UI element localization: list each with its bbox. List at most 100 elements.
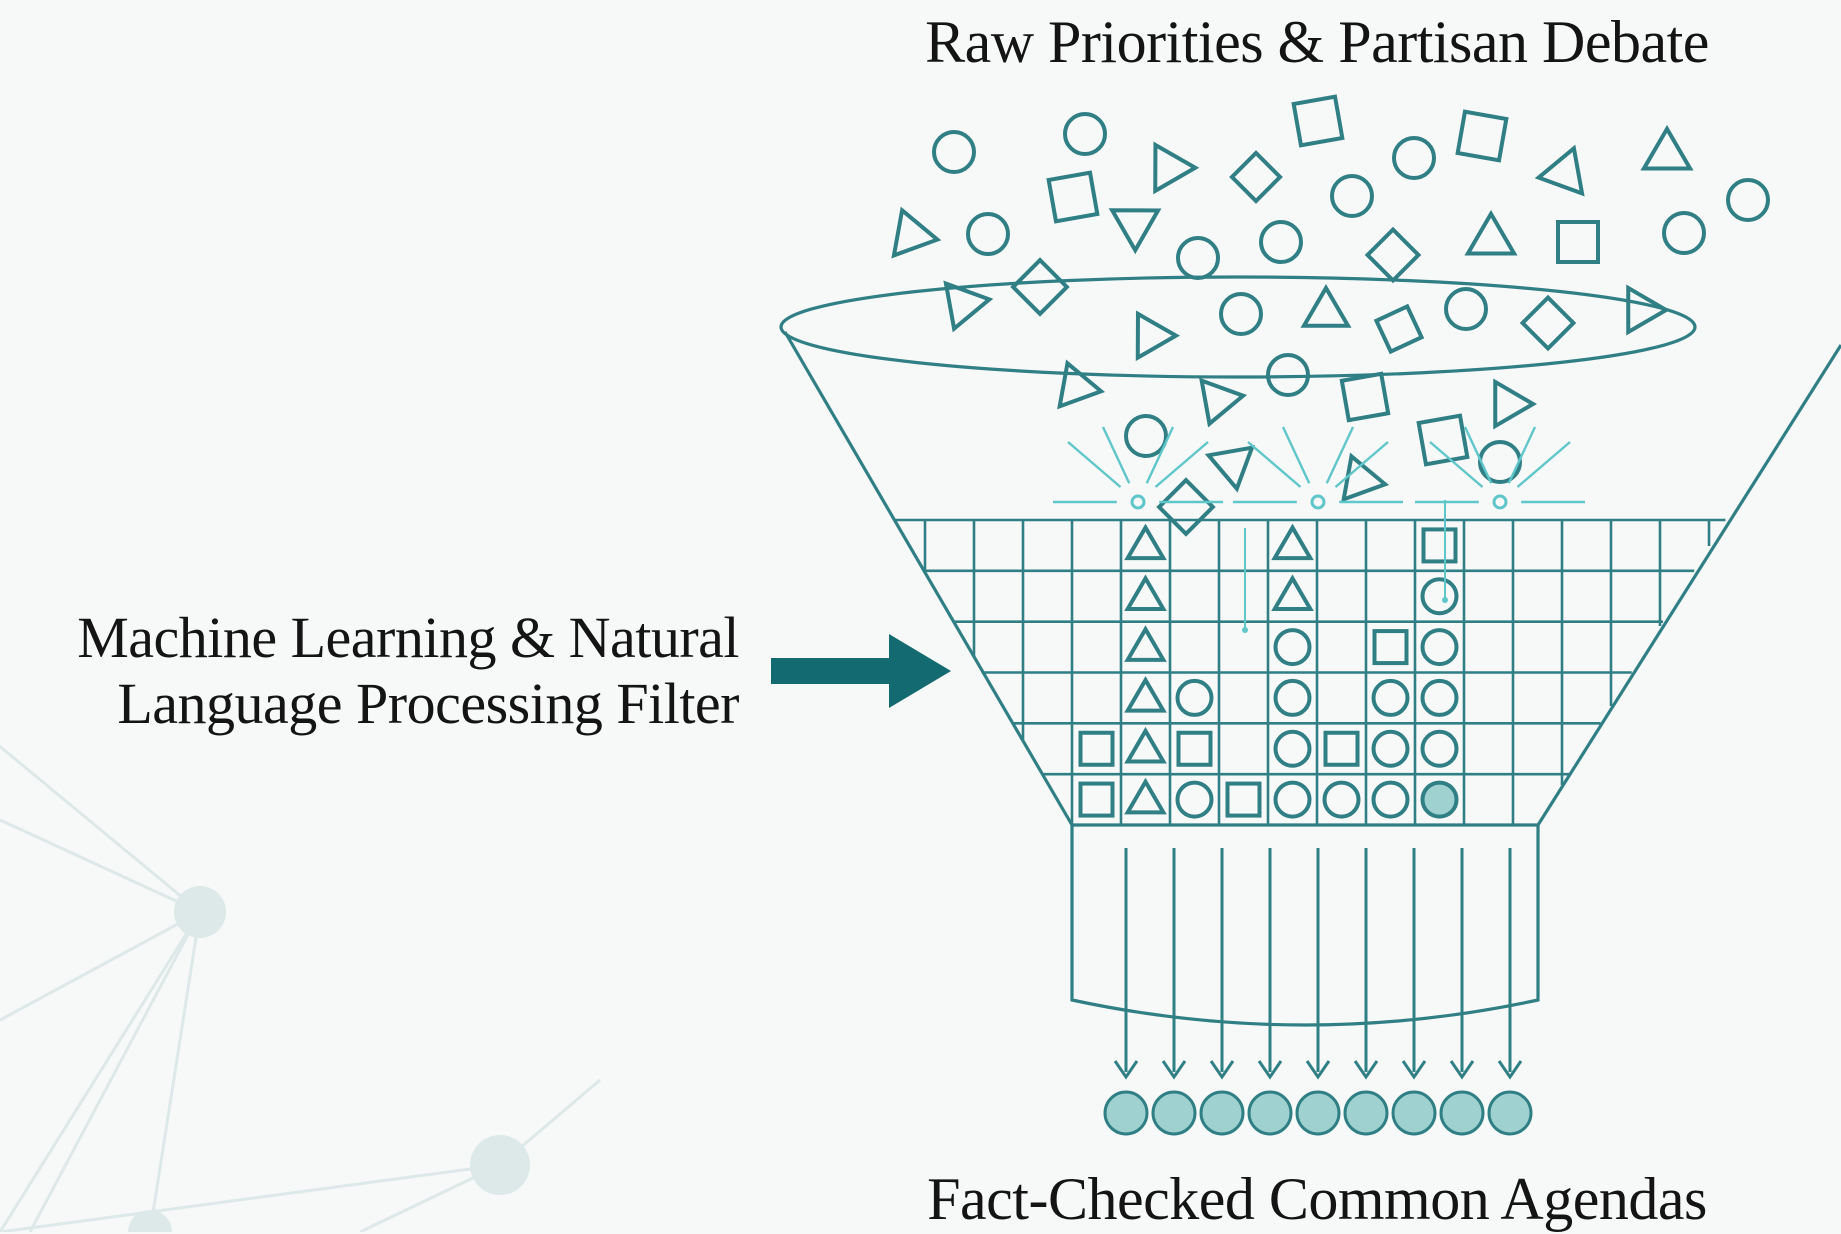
diamond-icon <box>1010 257 1070 317</box>
output-arrow-head <box>1113 1060 1139 1080</box>
square-icon <box>1339 371 1391 423</box>
funnel-right-wall <box>1536 344 1841 826</box>
diamond-icon <box>1519 294 1577 352</box>
sparkle-ray <box>1507 426 1537 484</box>
triangle-icon <box>1199 377 1248 428</box>
arrow-right-icon <box>771 634 951 708</box>
probe-dot <box>1242 627 1248 633</box>
circle-icon <box>1176 236 1220 280</box>
arrow-shaft <box>771 658 891 684</box>
sparkle-ray <box>1145 426 1175 484</box>
diamond-icon <box>1364 226 1422 284</box>
network-decoration-icon <box>0 744 601 1232</box>
filter-label-line-2: Language Processing Filter <box>117 671 739 736</box>
circle-icon <box>1330 174 1374 218</box>
triangle-icon <box>1300 283 1352 328</box>
triangle-icon <box>1124 625 1167 662</box>
circle-icon <box>1392 136 1436 180</box>
sparkle-ray <box>1247 441 1302 488</box>
circle-icon <box>1273 780 1312 819</box>
circle-icon <box>1273 678 1312 717</box>
network-node <box>470 1135 530 1195</box>
square-icon <box>1176 730 1213 767</box>
square-icon <box>1046 170 1100 224</box>
arrow-head <box>889 634 951 708</box>
triangle-icon <box>1124 777 1167 815</box>
square-icon <box>1373 303 1425 355</box>
sparkle-ray <box>1516 441 1571 488</box>
triangle-icon <box>1124 574 1167 611</box>
triangle-icon <box>1108 208 1162 255</box>
circle-icon <box>1420 628 1459 667</box>
output-arrow-head <box>1257 1060 1283 1080</box>
triangle-icon <box>1464 209 1518 256</box>
circle-icon <box>1273 628 1312 667</box>
circle-icon <box>1371 729 1410 768</box>
funnel-left-wall <box>783 331 1074 826</box>
probe-dot <box>1442 597 1448 603</box>
output-agenda-dot <box>1487 1090 1533 1136</box>
triangle-icon <box>943 280 994 333</box>
triangle-icon <box>1057 359 1106 410</box>
circle-icon <box>1371 678 1410 717</box>
circle-icon <box>1063 112 1107 156</box>
output-arrow-head <box>1305 1060 1331 1080</box>
funnel-spout <box>1070 825 1540 1027</box>
sparkle-icon <box>1415 426 1585 510</box>
filter-label-line-1: Machine Learning & Natural <box>77 605 739 670</box>
triangle-icon <box>1124 523 1167 561</box>
output-arrow-head <box>1353 1060 1379 1080</box>
sparkle-ray <box>1281 426 1311 484</box>
sparkle-ray <box>1325 426 1355 484</box>
circle-icon <box>1124 414 1168 458</box>
circle-icon <box>1726 178 1770 222</box>
network-node <box>128 1210 172 1232</box>
square-icon <box>1421 527 1458 564</box>
sparkle-ray <box>1334 441 1389 488</box>
circle-icon <box>1420 780 1459 819</box>
triangle-icon <box>1626 284 1671 336</box>
triangle-icon <box>1271 574 1314 611</box>
circle-icon <box>1322 780 1361 819</box>
output-label: Fact-Checked Common Agendas <box>927 1166 1707 1232</box>
circle-icon <box>1273 729 1312 768</box>
triangle-icon <box>1153 141 1200 195</box>
sparkle-core <box>1310 494 1326 510</box>
triangle-icon <box>1534 144 1585 197</box>
circle-icon <box>932 130 976 174</box>
sparkle-icon <box>1053 426 1223 510</box>
circle-icon <box>1371 780 1410 819</box>
funnel <box>779 275 1841 1027</box>
network-edge <box>0 1163 501 1232</box>
sparkle-ray <box>1154 441 1209 488</box>
output-arrow-head <box>1449 1060 1475 1080</box>
circle-icon <box>1175 780 1214 819</box>
circle-icon <box>966 212 1010 256</box>
square-icon <box>1416 413 1470 467</box>
processing-grid <box>894 500 1726 827</box>
input-label: Raw Priorities & Partisan Debate <box>925 9 1709 75</box>
output-arrow-head <box>1401 1060 1427 1080</box>
circle-icon <box>1420 678 1459 717</box>
circle-icon <box>1219 292 1263 336</box>
circle-icon <box>1420 577 1459 616</box>
diamond-icon <box>1229 150 1283 204</box>
triangle-icon <box>1640 124 1694 171</box>
network-edge <box>28 911 202 1232</box>
network-edge <box>0 818 201 914</box>
output-arrow-head <box>1209 1060 1235 1080</box>
triangle-icon <box>1124 726 1167 764</box>
triangle-icon <box>1271 523 1314 561</box>
triangle-icon <box>1124 676 1167 713</box>
sparkle-core <box>1492 494 1508 510</box>
output-agenda-dot <box>1295 1090 1341 1136</box>
circle-icon <box>1478 440 1522 484</box>
output-arrow-head <box>1161 1060 1187 1080</box>
sparkle-ray <box>1429 441 1484 488</box>
funnel-rim <box>779 275 1697 379</box>
sparkle-ray <box>1463 426 1493 484</box>
raw-priorities-shapes <box>891 94 1770 537</box>
triangle-icon <box>1204 445 1256 493</box>
triangle-icon <box>1493 378 1538 430</box>
square-icon <box>1323 730 1360 767</box>
